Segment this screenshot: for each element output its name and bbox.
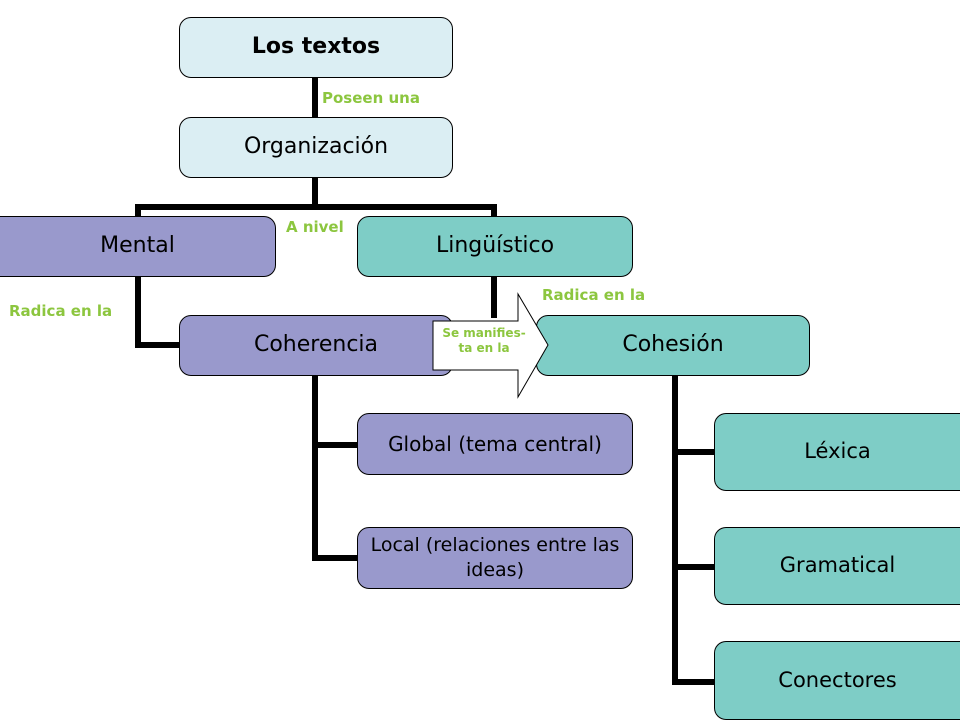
node-conectores: Conectores	[714, 641, 960, 720]
label-radica-en-la-left: Radica en la	[9, 302, 113, 320]
organizacion-to-mental-line	[135, 178, 318, 218]
label-poseen-una: Poseen una	[322, 89, 420, 107]
coherencia-to-local-line	[312, 445, 358, 561]
mental-to-coherencia-line	[135, 275, 180, 348]
node-linguistico: Lingüístico	[357, 216, 633, 277]
coherencia-to-global-line	[312, 375, 358, 448]
manifiesta-label-line2: ta en la	[458, 341, 510, 355]
node-cohesion-text: Cohesión	[622, 332, 724, 358]
node-los-textos-text: Los textos	[251, 34, 381, 60]
node-cohesion: Cohesión	[536, 315, 810, 376]
node-lexica: Léxica	[714, 413, 960, 491]
label-a-nivel: A nivel	[286, 218, 344, 236]
node-gramatical-text: Gramatical	[779, 553, 896, 578]
manifiesta-label-line1: Se manifies-	[442, 326, 526, 340]
node-gramatical: Gramatical	[714, 527, 960, 605]
node-global: Global (tema central)	[357, 413, 633, 475]
node-global-text: Global (tema central)	[388, 432, 602, 456]
node-lexica-text: Léxica	[804, 439, 871, 464]
node-coherencia-text: Coherencia	[253, 332, 379, 358]
node-mental: Mental	[0, 216, 276, 277]
node-linguistico-text: Lingüístico	[435, 233, 555, 259]
cohesion-to-gramatical-line	[672, 452, 716, 570]
node-organizacion-text: Organización	[243, 134, 389, 160]
node-los-textos: Los textos	[179, 17, 453, 78]
label-radica-en-la-right: Radica en la	[542, 286, 646, 304]
node-local-text: Local (relaciones entre las ideas)	[370, 534, 620, 581]
organizacion-to-linguistico-line	[315, 204, 497, 218]
node-organizacion: Organización	[179, 117, 453, 178]
cohesion-to-conectores-line	[672, 567, 716, 685]
manifiesta-label: Se manifies- ta en la	[430, 326, 538, 356]
cohesion-to-lexica-line	[672, 375, 716, 455]
node-mental-text: Mental	[100, 233, 175, 259]
node-conectores-text: Conectores	[778, 667, 897, 692]
node-coherencia: Coherencia	[179, 315, 453, 376]
node-local: Local (relaciones entre las ideas)	[357, 527, 633, 589]
